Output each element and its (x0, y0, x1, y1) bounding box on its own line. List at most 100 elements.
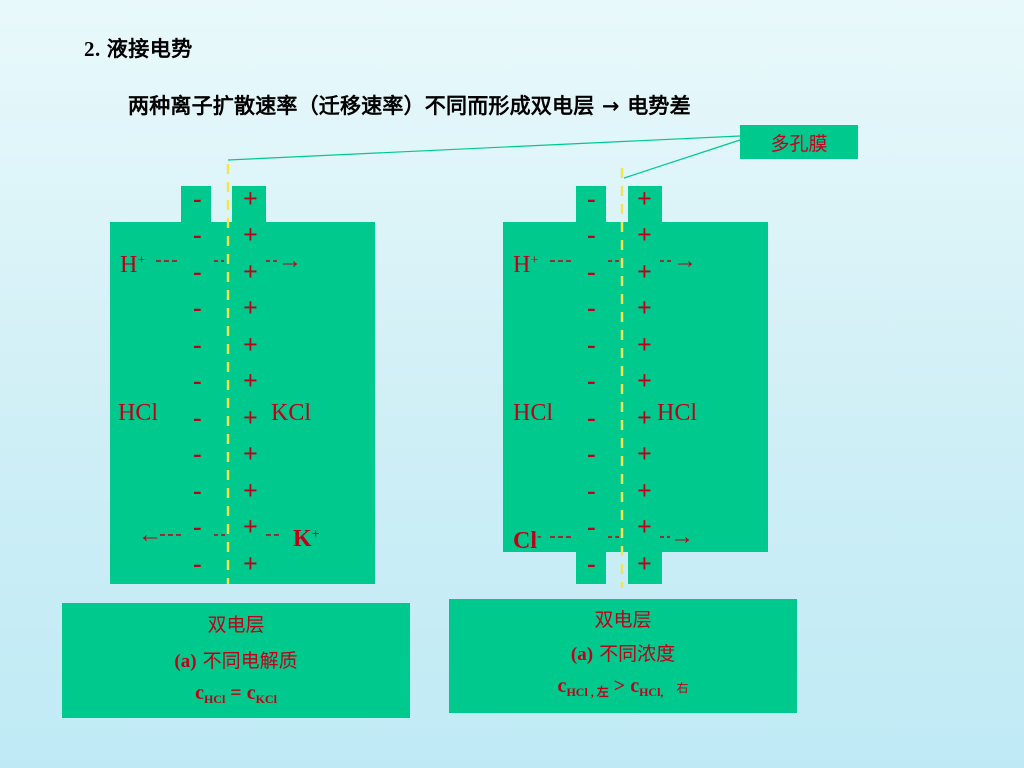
h-ion-symbol: H (513, 252, 531, 278)
c-hcl: c (195, 682, 204, 704)
cl-ion-symbol: Cl (513, 528, 537, 554)
k-ion-charge: + (311, 527, 320, 542)
right-membrane-strip-neg (576, 186, 606, 222)
minus-sign: - (587, 476, 596, 505)
c-hcl-right: c (630, 675, 640, 697)
right-left-solution-label: HCl (513, 400, 554, 426)
minus-sign: - (587, 439, 596, 468)
callout-line-left (227, 135, 741, 161)
greater-than-sign: > (613, 675, 626, 697)
right-cl-arrow: → (670, 524, 694, 550)
left-k-ion: K+ (293, 521, 320, 553)
minus-sign: - (193, 330, 202, 359)
c-kcl-sub: KCl (255, 692, 277, 706)
plus-sign: + (637, 257, 652, 286)
plus-sign: + (243, 366, 258, 395)
plus-sign: + (243, 439, 258, 468)
caption-left-subtitle: (a) 不同电解质 (62, 646, 410, 673)
section-number: 2. (84, 37, 101, 61)
k-ion-symbol: K (293, 526, 312, 552)
h-ion-symbol: H (120, 252, 138, 278)
caption-right-prefix: (a) (570, 644, 594, 665)
caption-left-title: 双电层 (207, 614, 265, 636)
plus-sign: + (243, 184, 258, 213)
minus-sign: - (193, 293, 202, 322)
minus-sign: - (193, 549, 202, 578)
caption-left-prefix: (a) (174, 651, 197, 672)
minus-sign: - (193, 220, 202, 249)
left-solution-label: HCl (118, 400, 159, 426)
c-kcl: c (246, 682, 256, 704)
minus-sign: - (193, 184, 202, 213)
plus-sign: + (637, 220, 652, 249)
left-h-ion: H+ (120, 247, 145, 279)
c-hcl-left-sub: HCl , 左 (566, 685, 609, 699)
right-membrane-strip-bottom-neg (576, 552, 606, 584)
left-h-arrow: → (278, 248, 302, 274)
plus-sign: + (243, 293, 258, 322)
c-hcl-right-side: 右 (676, 681, 689, 695)
caption-left: 双电层 (a) 不同电解质 cHCl = cKCl (62, 603, 410, 718)
right-cell-body (503, 222, 768, 552)
caption-left-equation: cHCl = cKCl (62, 682, 410, 707)
minus-sign: - (193, 366, 202, 395)
plus-sign: + (637, 476, 652, 505)
subtitle: 两种离子扩散速率（迁移速率）不同而形成双电层 → 电势差 (128, 94, 691, 118)
caption-right: 双电层 (a) 不同浓度 cHCl , 左 > cHCl, 右 (449, 599, 797, 713)
cl-ion-charge: - (537, 529, 542, 544)
plus-sign: + (243, 220, 258, 249)
minus-sign: - (193, 476, 202, 505)
right-cl-ion: Cl- (513, 523, 542, 555)
plus-sign: + (637, 512, 652, 541)
minus-sign: - (587, 184, 596, 213)
right-membrane-strip-bottom-pos (628, 552, 662, 584)
plus-sign: + (243, 257, 258, 286)
section-title-text: 液接电势 (106, 37, 193, 61)
plus-sign: + (243, 549, 258, 578)
plus-sign: + (637, 403, 652, 432)
minus-sign: - (587, 403, 596, 432)
plus-sign: + (243, 512, 258, 541)
plus-sign: + (637, 439, 652, 468)
membrane-label: 多孔膜 (740, 125, 858, 159)
callout-line-right (623, 139, 741, 179)
caption-right-subtitle: (a) 不同浓度 (449, 639, 797, 666)
plus-sign: + (243, 403, 258, 432)
minus-sign: - (193, 257, 202, 286)
minus-sign: - (587, 220, 596, 249)
minus-sign: - (193, 512, 202, 541)
right-right-solution-label: HCl (657, 400, 698, 426)
right-solution-label: KCl (271, 400, 312, 426)
minus-sign: - (193, 439, 202, 468)
section-title: 2.液接电势 (84, 33, 193, 63)
plus-sign: + (637, 366, 652, 395)
plus-sign: + (637, 184, 652, 213)
plus-sign: + (243, 330, 258, 359)
plus-sign: + (637, 549, 652, 578)
h-ion-charge: + (137, 253, 146, 268)
minus-sign: - (587, 366, 596, 395)
caption-left-text: 不同电解质 (202, 650, 298, 672)
left-membrane-strip-neg (181, 186, 211, 222)
minus-sign: - (587, 330, 596, 359)
caption-right-text: 不同浓度 (599, 643, 676, 665)
equals-sign: = (230, 682, 242, 704)
right-h-ion: H+ (513, 247, 538, 279)
plus-sign: + (243, 476, 258, 505)
caption-right-title: 双电层 (594, 609, 652, 631)
minus-sign: - (193, 403, 202, 432)
h-ion-charge: + (530, 253, 539, 268)
minus-sign: - (587, 293, 596, 322)
minus-sign: - (587, 512, 596, 541)
left-membrane-strip-pos (232, 186, 266, 222)
right-membrane-strip-pos (628, 186, 662, 222)
c-hcl-right-sub: HCl, (639, 685, 664, 699)
c-hcl-sub: HCl (203, 692, 226, 706)
plus-sign: + (637, 330, 652, 359)
c-hcl-left: c (557, 675, 567, 697)
left-k-arrow: ← (138, 522, 162, 548)
plus-sign: + (637, 293, 652, 322)
caption-right-inequality: cHCl , 左 > cHCl, 右 (449, 675, 797, 700)
right-h-arrow: → (673, 248, 697, 274)
minus-sign: - (587, 257, 596, 286)
